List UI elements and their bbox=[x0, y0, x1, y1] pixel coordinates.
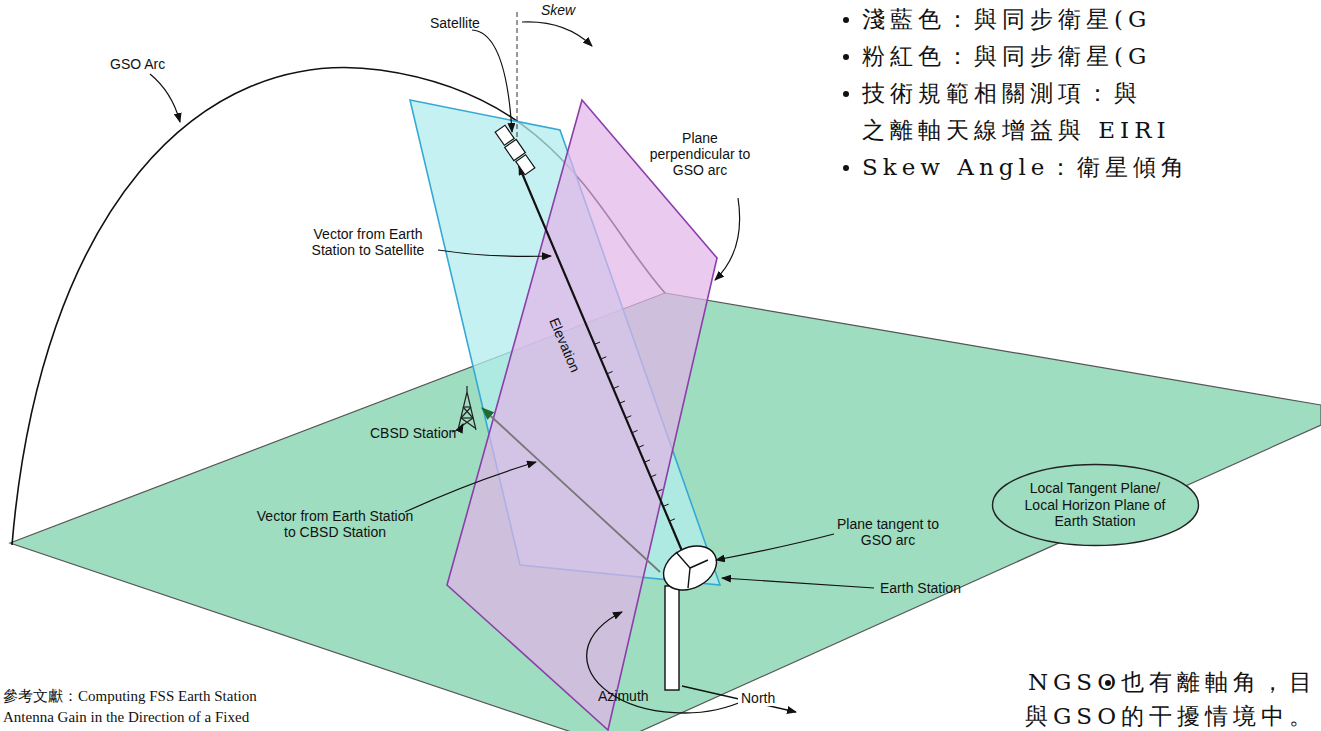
elevation-ticks bbox=[595, 342, 675, 521]
vertical-reference bbox=[517, 12, 518, 140]
figure-label: GSO Arc bbox=[110, 56, 165, 72]
figure-label: Vector from Earth Station to Satellite bbox=[298, 226, 438, 258]
azimuth-arc bbox=[587, 612, 745, 713]
note-text: 與GSO的干擾情境中。 bbox=[1025, 703, 1317, 729]
figure-label: Azimuth bbox=[598, 688, 649, 704]
ellipse-label: Local Tangent Plane/ Local Horizon Plane… bbox=[991, 463, 1200, 547]
reference-text: 參考文獻：Computing FSS Earth Station bbox=[3, 688, 257, 705]
note-text: 粉紅色：與同步衛星(G bbox=[862, 43, 1151, 69]
figure-label: Skew bbox=[541, 2, 575, 18]
cbsd-tower bbox=[458, 386, 476, 430]
note-text: 淺藍色：與同步衛星(G bbox=[862, 6, 1151, 32]
note-text: NGSO也有離軸角，目 bbox=[1028, 669, 1317, 695]
figure-label: Vector from Earth Station to CBSD Statio… bbox=[253, 508, 418, 540]
note-text: 技術規範相關測項：與 bbox=[862, 80, 1142, 106]
figure-label: Plane tangent to GSO arc bbox=[836, 516, 941, 548]
figure-label: Plane perpendicular to GSO arc bbox=[645, 130, 755, 178]
figure-label: Satellite bbox=[430, 15, 480, 31]
skew-arrow bbox=[522, 22, 592, 46]
vector-to-cbsd bbox=[482, 408, 660, 572]
north-arrow bbox=[682, 686, 796, 712]
figure-label: Earth Station bbox=[880, 580, 961, 596]
note-text: 之離軸天線增益與 EIRI bbox=[862, 117, 1171, 143]
earth-station-icon bbox=[656, 537, 724, 690]
satellite-icon bbox=[494, 125, 535, 176]
vector-to-satellite bbox=[519, 166, 685, 558]
figure-label: North bbox=[738, 690, 778, 706]
leader-lines bbox=[150, 30, 874, 588]
figure-label: CBSD Station bbox=[370, 425, 456, 441]
ellipse-text: Local Tangent Plane/ Local Horizon Plane… bbox=[1020, 480, 1170, 530]
perpendicular-plane bbox=[447, 100, 717, 730]
note-text: Skew Angle：衛星傾角 bbox=[862, 154, 1189, 180]
reference-text: Antenna Gain in the Direction of a Fixed bbox=[3, 709, 249, 726]
